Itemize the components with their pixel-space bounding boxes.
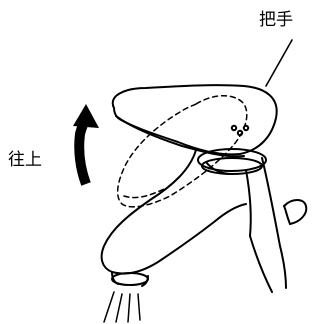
handle-collar — [197, 148, 267, 175]
faucet-body — [100, 149, 287, 293]
drain-lever — [283, 199, 308, 225]
handle-label: 把手 — [259, 10, 293, 30]
up-arrow-icon — [73, 104, 99, 186]
water-stream — [103, 291, 141, 323]
handle-previous-position — [116, 95, 248, 208]
handle-lever — [111, 84, 278, 158]
handle-pointer-line — [265, 39, 293, 87]
direction-label: 往上 — [8, 150, 42, 170]
